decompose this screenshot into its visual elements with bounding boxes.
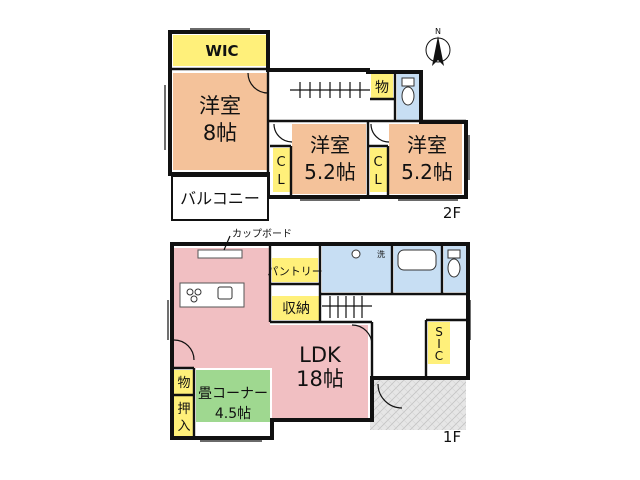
- sic-label-i: I: [437, 337, 441, 351]
- closet-mid-l: L: [277, 173, 285, 188]
- ldk-name: LDK: [299, 343, 342, 367]
- wic-room: [173, 35, 266, 66]
- north-compass: N: [425, 27, 451, 66]
- cupboard: [197, 249, 243, 259]
- storage-small-label: 物: [177, 376, 190, 391]
- walls-1f: [170, 242, 470, 440]
- sic-label-s: S: [435, 325, 443, 339]
- oshiire-label-2: 入: [177, 419, 190, 434]
- entrance-porch: [370, 380, 466, 430]
- storage-stair-label: 収納: [282, 301, 310, 317]
- bedroom-main-size: 8帖: [203, 121, 237, 145]
- closet-right-c: C: [373, 155, 382, 170]
- pantry: [272, 258, 318, 282]
- bedroom-main-name: 洋室: [199, 94, 241, 118]
- sic-label-c: C: [435, 349, 443, 363]
- wash-basin-icon: [351, 249, 361, 259]
- wic-label: WIC: [205, 42, 238, 60]
- second-floor: WIC 洋室 8帖 洋室 5.2帖 洋室 5.2帖 C L C L 物 バルコニ…: [164, 28, 470, 222]
- pantry-label: パントリー: [267, 265, 323, 278]
- ldk-size: 18帖: [296, 367, 344, 391]
- closet-right-l: L: [374, 173, 382, 188]
- storage-small: [174, 370, 194, 394]
- cupboard-label: カップボード: [232, 228, 292, 240]
- closet-right: [370, 148, 387, 192]
- floor2-label: 2F: [443, 204, 461, 222]
- bedroom-main: [173, 73, 268, 170]
- balcony: [171, 175, 269, 221]
- storage-stair: [272, 296, 320, 320]
- stairs-1f: [322, 296, 372, 318]
- toilet-icon: [401, 77, 415, 106]
- floor1-label: 1F: [443, 428, 461, 446]
- bedroom-right-name: 洋室: [407, 133, 447, 157]
- bedroom-mid-size: 5.2帖: [304, 160, 356, 184]
- tatami-size: 4.5帖: [215, 406, 251, 422]
- storage-2f-label: 物: [375, 80, 389, 96]
- first-floor: カップボード パントリー 収納 LDK 18帖 畳コーナー 4.5帖 物 押 入…: [167, 228, 471, 446]
- closet-mid: [273, 148, 290, 192]
- bedroom-right: [389, 124, 462, 194]
- wash-label: 洗: [377, 249, 385, 259]
- oshiire-label-1: 押: [177, 402, 190, 417]
- closet-mid-c: C: [276, 155, 285, 170]
- storage-2f: [371, 74, 393, 98]
- stairs-2f: [290, 82, 370, 98]
- bedroom-mid-name: 洋室: [310, 133, 350, 157]
- north-label: N: [435, 27, 441, 36]
- toilet-1f-icon: [447, 249, 461, 278]
- balcony-label: バルコニー: [180, 189, 260, 208]
- bedroom-right-size: 5.2帖: [401, 160, 453, 184]
- kitchen-counter: [179, 282, 245, 308]
- sic-closet: [428, 322, 450, 364]
- tatami-name: 畳コーナー: [198, 386, 268, 402]
- tatami-corner: [196, 370, 270, 422]
- bedroom-mid: [292, 124, 366, 194]
- oshiire: [174, 396, 194, 436]
- bathtub-icon: [397, 249, 437, 271]
